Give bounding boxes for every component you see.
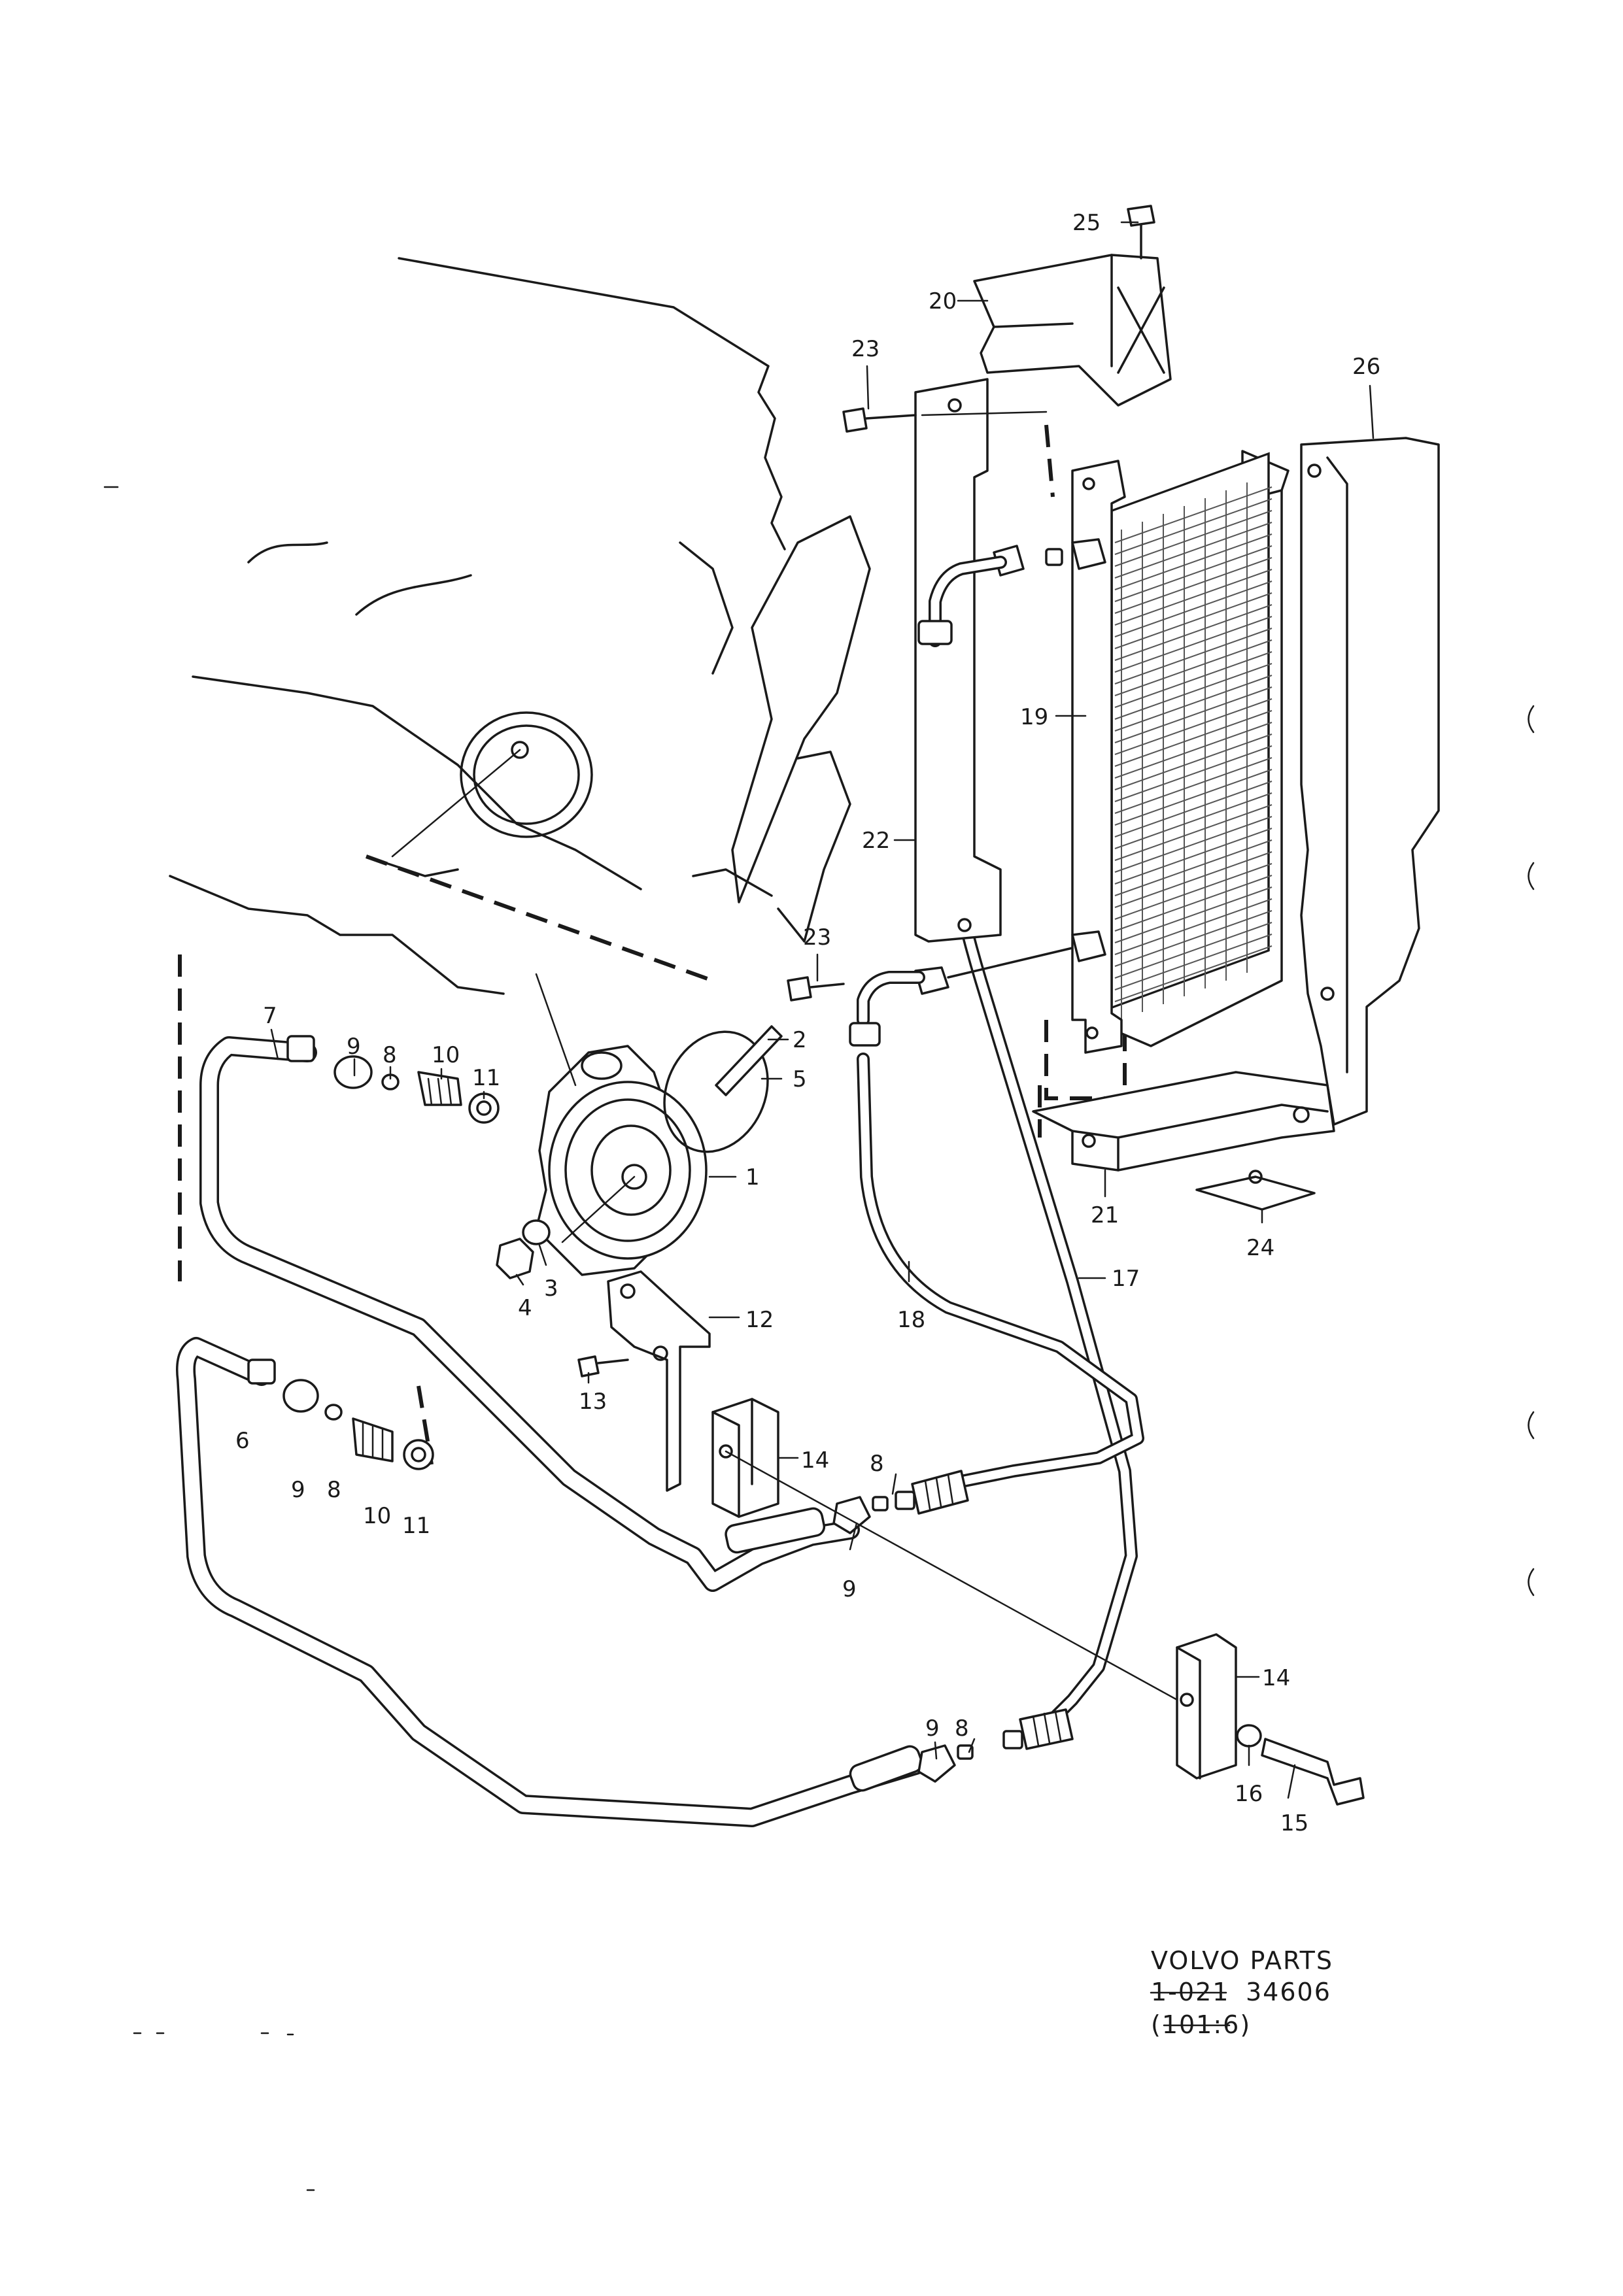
assembly-dash-lines [178, 424, 1127, 1465]
plate-24 [1195, 1175, 1316, 1211]
part-label-9a: 9 [347, 1034, 361, 1060]
part-label-19: 19 [1020, 704, 1048, 730]
part-number-labels: 1234567888899991010111112131414151617181… [235, 210, 1380, 1836]
pipe-sleeve [725, 1507, 826, 1554]
upper-pipe-fittings [286, 1035, 500, 1124]
part-label-11b: 11 [402, 1513, 430, 1539]
cooler-lower-fitting [914, 930, 1106, 995]
nut [496, 1238, 534, 1279]
bolt-13 [577, 1355, 600, 1377]
bolt-25 [1127, 205, 1155, 227]
part-label-17: 17 [1112, 1266, 1140, 1292]
part-label-22: 22 [862, 828, 890, 854]
cooler-pipe-lower [176, 1337, 925, 1827]
engine-block-outline [169, 257, 871, 995]
part-label-26: 26 [1352, 354, 1380, 380]
hose-17-end-fitting [917, 1708, 1074, 1783]
part-label-10a: 10 [432, 1042, 460, 1068]
pipe-sleeve-lower [849, 1745, 923, 1792]
oil-filter-adapter [535, 973, 708, 1276]
part-label-4: 4 [518, 1295, 532, 1321]
leader-lines [270, 221, 1375, 1799]
clamp-14-lower [1176, 1633, 1237, 1780]
part-label-12: 12 [745, 1307, 774, 1333]
lower-pipe-fittings [247, 1359, 434, 1470]
o-ring [663, 1030, 769, 1153]
part-label-7: 7 [263, 1003, 277, 1029]
parts-reference-block: VOLVO PARTS 1-021 34606 (101:6) [1150, 1946, 1333, 2039]
part-label-11a: 11 [472, 1065, 500, 1091]
oil-cooler-core [1104, 450, 1290, 1047]
ref-number: 34606 [1246, 1978, 1331, 2006]
part-label-5: 5 [793, 1066, 807, 1092]
part-label-10b: 10 [363, 1503, 391, 1529]
hose-18-end-fitting [832, 1470, 969, 1534]
part-label-6: 6 [235, 1428, 250, 1454]
stud [715, 1025, 783, 1096]
washer-16 [1236, 1724, 1262, 1747]
bracket-12 [607, 1270, 711, 1492]
part-label-8a: 8 [383, 1042, 397, 1068]
part-label-23b: 23 [803, 924, 831, 951]
part-label-8b: 8 [327, 1477, 341, 1503]
part-label-9c: 9 [842, 1576, 857, 1602]
part-label-20: 20 [929, 288, 957, 314]
bolt-15 [1261, 1738, 1365, 1806]
part-label-9d: 9 [925, 1715, 940, 1742]
part-label-21: 21 [1091, 1202, 1119, 1228]
bracket-22 [914, 378, 1002, 943]
part-label-3: 3 [544, 1275, 558, 1302]
bolt-23-lower [787, 976, 812, 1002]
part-label-23a: 23 [851, 336, 880, 362]
part-label-9b: 9 [291, 1477, 305, 1503]
part-label-16: 16 [1235, 1781, 1263, 1807]
part-label-24: 24 [1246, 1235, 1274, 1261]
part-label-8d: 8 [955, 1715, 969, 1742]
side-plate-19 [1071, 460, 1126, 1054]
part-label-14a: 14 [801, 1447, 829, 1474]
part-label-8c: 8 [870, 1451, 884, 1477]
part-label-15: 15 [1280, 1810, 1308, 1836]
part-label-1: 1 [745, 1164, 760, 1190]
bracket-21 [1032, 1071, 1335, 1172]
part-label-2: 2 [793, 1027, 807, 1053]
part-label-13: 13 [579, 1389, 607, 1415]
brand-text: VOLVO PARTS [1151, 1946, 1333, 1975]
part-label-25: 25 [1072, 210, 1101, 236]
part-label-14b: 14 [1262, 1665, 1290, 1691]
bolt-23-upper [842, 407, 868, 433]
shroud-26 [1300, 437, 1440, 1126]
part-label-18: 18 [897, 1307, 925, 1333]
washer [522, 1219, 551, 1245]
margin-marks [103, 486, 1535, 2191]
